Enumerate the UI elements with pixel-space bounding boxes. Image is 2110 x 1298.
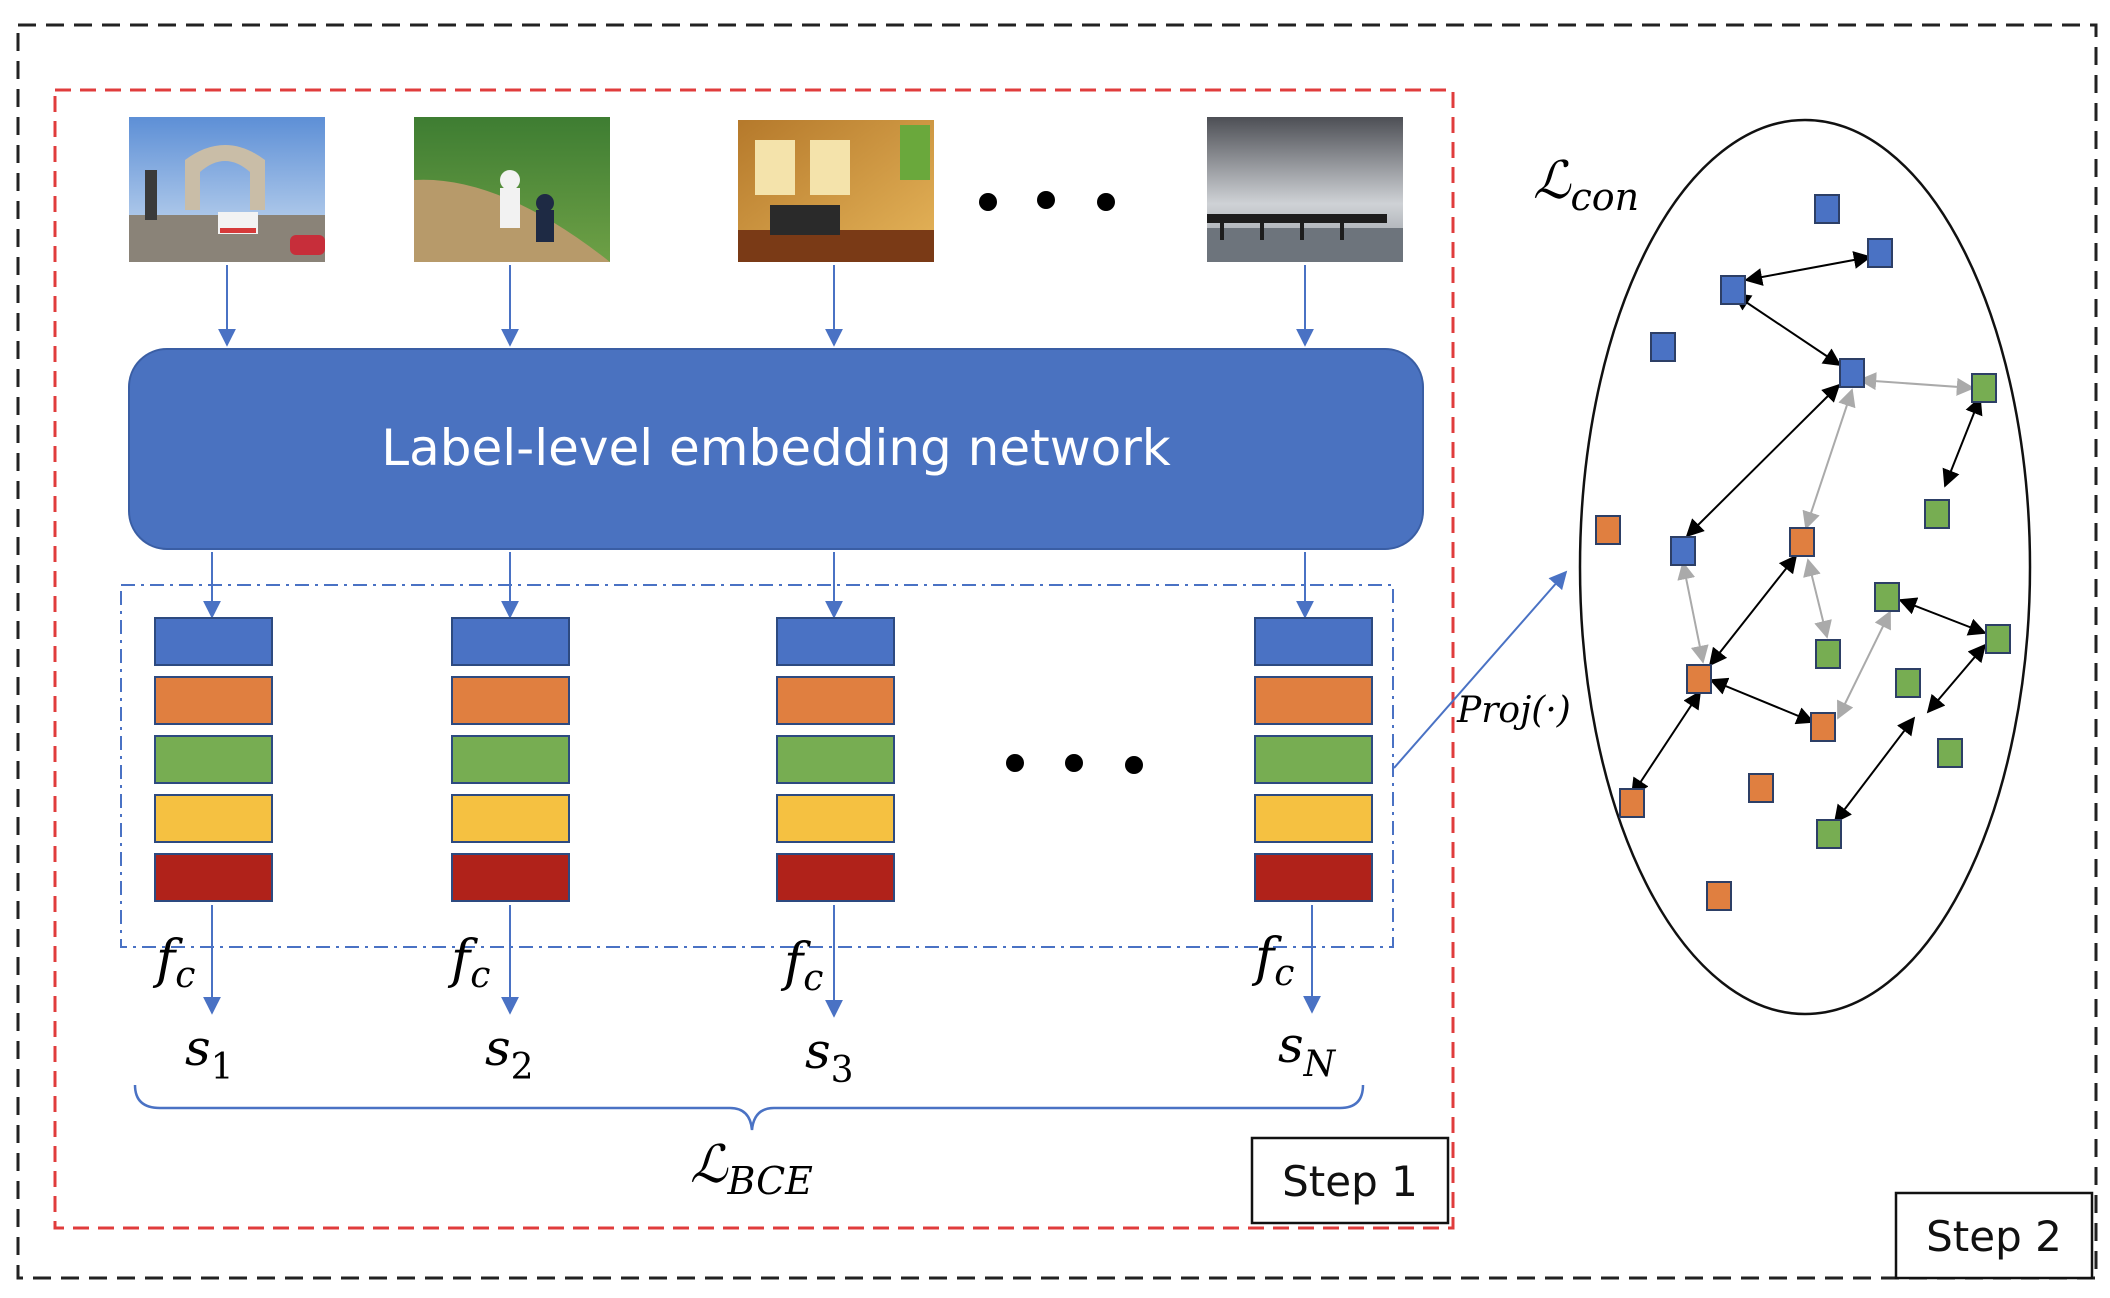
bce-brace: [133, 1084, 1365, 1131]
embedding-4-orange: [1254, 676, 1373, 725]
embedding-2-red: [451, 853, 570, 902]
embedding-stacks: [154, 617, 1373, 902]
embedding-point-blue: [1670, 536, 1696, 566]
embedding-2-green: [451, 735, 570, 784]
embedding-to-score-arrows: [203, 905, 1321, 1018]
embeddings-ellipsis: [1006, 754, 1143, 774]
embedding-point-green: [1937, 738, 1963, 768]
embedding-4-red: [1254, 853, 1373, 902]
embedding-point-green: [1895, 668, 1921, 698]
embedding-point-orange: [1686, 664, 1712, 694]
score-label-4: sN: [1278, 1016, 1337, 1085]
embedding-2-orange: [451, 676, 570, 725]
embedding-2-blue: [451, 617, 570, 666]
step1-box: [1250, 1136, 1450, 1225]
embedding-relations: [1631, 251, 1987, 824]
embedding-point-orange: [1810, 712, 1836, 742]
embedding-point-blue: [1867, 238, 1893, 268]
embedding-point-orange: [1789, 527, 1815, 557]
classifier-label-3: fc: [780, 933, 823, 999]
embedding-point-green: [1971, 373, 1997, 403]
embedding-point-orange: [1706, 881, 1732, 911]
embedding-point-blue: [1839, 358, 1865, 388]
embedding-network-label: Label-level embedding network: [381, 419, 1170, 477]
step1-frame: [53, 88, 1455, 1230]
embedding-3-orange: [776, 676, 895, 725]
embedding-1-green: [154, 735, 273, 784]
embedding-3-yellow: [776, 794, 895, 843]
projection-arrow: [1393, 570, 1568, 769]
embedding-1-red: [154, 853, 273, 902]
embedding-1-blue: [154, 617, 273, 666]
embedding-point-blue: [1720, 275, 1746, 305]
score-label-1: s1: [185, 1019, 234, 1088]
embedding-1-orange: [154, 676, 273, 725]
projection-label: Proj(·): [1456, 690, 1571, 731]
embedding-4-green: [1254, 735, 1373, 784]
image-to-network-arrows: [218, 265, 1314, 347]
embedding-1-yellow: [154, 794, 273, 843]
embedding-point-green: [1874, 582, 1900, 612]
step2-frame: [16, 23, 2098, 1280]
classifier-label-1: fc: [152, 930, 195, 996]
bce-loss-label: ℒBCE: [690, 1135, 813, 1203]
pier-sea-photo: [1207, 117, 1403, 262]
embedding-4-blue: [1254, 617, 1373, 666]
embedding-3-red: [776, 853, 895, 902]
embedding-point-green: [1815, 639, 1841, 669]
classifier-label-2: fc: [447, 930, 490, 996]
network-to-embedding-arrows: [203, 552, 1314, 619]
baseball-field-photo: [414, 117, 610, 262]
step1-label: Step 1: [1282, 1157, 1418, 1206]
embedding-point-green: [1924, 499, 1950, 529]
embedding-3-blue: [776, 617, 895, 666]
images-ellipsis: [979, 191, 1115, 211]
step2-label: Step 2: [1926, 1212, 2062, 1261]
embedding-point-blue: [1650, 332, 1676, 362]
embedding-point-orange: [1748, 773, 1774, 803]
embedding-3-green: [776, 735, 895, 784]
embedding-point-green: [1816, 819, 1842, 849]
embedding-point-green: [1985, 624, 2011, 654]
embedding-point-blue: [1814, 194, 1840, 224]
embedding-2-yellow: [451, 794, 570, 843]
classifier-label-4: fc: [1251, 928, 1294, 994]
embeddings-region: [120, 584, 1394, 948]
con-loss-label: ℒcon: [1533, 151, 1639, 219]
embedding-points: [1595, 194, 2011, 911]
embedding-point-orange: [1595, 515, 1621, 545]
embedding-network-block: [128, 348, 1424, 550]
embedding-4-yellow: [1254, 794, 1373, 843]
score-label-2: s2: [485, 1019, 534, 1088]
score-label-3: s3: [805, 1022, 854, 1091]
street-arch-photo: [129, 117, 325, 262]
step2-box: [1894, 1191, 2094, 1280]
embedding-space-ellipse: [1578, 118, 2032, 1016]
living-room-photo: [738, 120, 934, 262]
embedding-point-orange: [1619, 788, 1645, 818]
